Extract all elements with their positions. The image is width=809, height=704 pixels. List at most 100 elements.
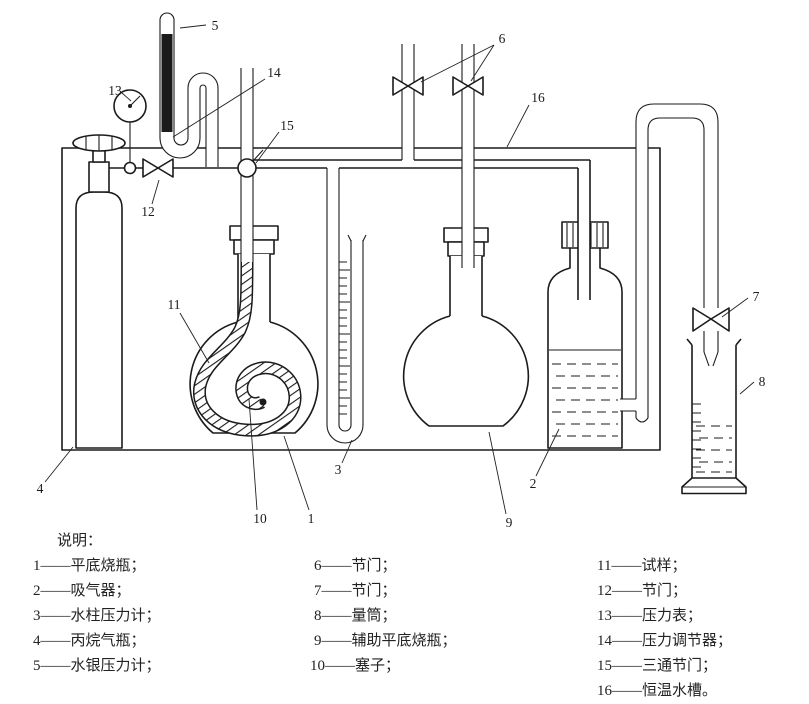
gas-line bbox=[109, 89, 241, 178]
manometer-flare bbox=[347, 234, 367, 242]
sample-coil bbox=[194, 255, 300, 436]
legend-item-7: 7——节门； bbox=[314, 582, 397, 599]
bottle-outlet-nipple bbox=[620, 398, 636, 412]
flask-1 bbox=[189, 225, 319, 437]
coil-plug bbox=[259, 398, 267, 406]
valve-6a-icon bbox=[407, 76, 424, 96]
main-tube-walls bbox=[253, 159, 591, 300]
valve-12-icon bbox=[142, 158, 159, 178]
flask-1-stopper-band bbox=[229, 225, 279, 241]
legend: 说明： 1——平底烧瓶； 2——吸气器； 3——水柱压力计； 4——丙烷气瓶； … bbox=[33, 532, 732, 699]
manometer-bend bbox=[326, 424, 364, 444]
main-tube bbox=[253, 159, 591, 300]
callout-leader-11 bbox=[179, 312, 210, 364]
outlet-tube-inner bbox=[647, 117, 705, 418]
legend-item-10: 10——塞子； bbox=[310, 656, 400, 674]
callout-label-2: 2 bbox=[530, 476, 537, 491]
liquid-dashes bbox=[552, 363, 618, 437]
legend-item-3: 3——水柱压力计； bbox=[33, 607, 161, 624]
callout-leader-9 bbox=[488, 431, 507, 515]
callout-leader-8 bbox=[739, 381, 755, 395]
vent-tube-a bbox=[401, 44, 415, 160]
u-bend bbox=[159, 137, 201, 159]
vent-valves bbox=[392, 44, 484, 268]
callout-leader-2 bbox=[535, 428, 560, 477]
callout-labels: 1 2 3 4 5 6 7 8 9 10 11 12 13 14 15 16 bbox=[37, 18, 766, 530]
callout-label-6: 6 bbox=[499, 31, 506, 46]
flask-9-bulb bbox=[402, 315, 530, 427]
outlet-tube-outer bbox=[635, 103, 719, 418]
measuring-cylinder bbox=[681, 338, 747, 495]
valve-12-icon bbox=[157, 158, 174, 178]
callout-label-4: 4 bbox=[37, 481, 44, 496]
flask-9-neck bbox=[449, 256, 483, 316]
callout-label-10: 10 bbox=[253, 511, 267, 526]
callout-label-9: 9 bbox=[506, 515, 513, 530]
callout-leader-12 bbox=[151, 179, 160, 205]
valve-6b-icon bbox=[452, 76, 469, 96]
legend-item-1: 1——平底烧瓶； bbox=[33, 557, 146, 574]
legend-item-8: 8——量筒； bbox=[314, 607, 397, 624]
legend-item-16: 16——恒温水槽。 bbox=[597, 682, 717, 699]
legend-item-4: 4——丙烷气瓶； bbox=[33, 632, 146, 649]
callout-label-12: 12 bbox=[141, 204, 155, 219]
legend-item-6: 6——节门； bbox=[314, 557, 397, 574]
callout-label-1: 1 bbox=[308, 511, 315, 526]
valve-7-icon bbox=[710, 307, 730, 332]
callout-leader-6 bbox=[420, 44, 495, 83]
legend-title: 说明： bbox=[57, 532, 102, 549]
callout-leader-1 bbox=[283, 435, 310, 511]
callout-leader-16 bbox=[506, 104, 530, 148]
callout-label-11: 11 bbox=[168, 297, 181, 312]
callout-label-13: 13 bbox=[108, 83, 122, 98]
callout-label-16: 16 bbox=[531, 90, 545, 105]
callout-leader-13 bbox=[121, 92, 132, 102]
pipe-fitting bbox=[123, 161, 137, 175]
outlet-line bbox=[620, 103, 730, 423]
cylinder-liquid-dashes bbox=[696, 425, 732, 473]
callout-leader-14 bbox=[172, 78, 266, 138]
valve-7-icon bbox=[692, 307, 712, 332]
three-way-valve-handle bbox=[252, 149, 264, 162]
legend-item-5: 5——水银压力计； bbox=[33, 657, 161, 674]
legend-item-14: 14——压力调节器； bbox=[597, 632, 732, 649]
gas-cylinder-body bbox=[75, 191, 123, 449]
mercury-column bbox=[161, 34, 173, 132]
callout-label-5: 5 bbox=[212, 18, 219, 33]
callout-leader-7 bbox=[721, 297, 749, 318]
connecting-limb bbox=[187, 72, 219, 167]
manometer-scale bbox=[339, 261, 350, 415]
bottle-body bbox=[547, 248, 623, 449]
water-bath bbox=[61, 147, 661, 451]
legend-item-15: 15——三通节门； bbox=[597, 657, 717, 674]
gauge-pivot bbox=[128, 104, 132, 108]
flask-1-stopper-band bbox=[233, 239, 275, 255]
callout-label-8: 8 bbox=[759, 374, 766, 389]
flask-1-neck bbox=[237, 254, 271, 322]
callout-label-15: 15 bbox=[280, 118, 294, 133]
gauge-needle bbox=[129, 95, 141, 107]
legend-item-9: 9——辅助平底烧瓶； bbox=[314, 632, 457, 649]
callout-leaders bbox=[44, 24, 755, 515]
legend-item-2: 2——吸气器； bbox=[33, 582, 131, 599]
legend-item-11: 11——试样； bbox=[597, 557, 686, 574]
outlet-tube-cap bbox=[635, 417, 649, 423]
callout-leader-10 bbox=[248, 398, 258, 511]
legend-item-13: 13——压力表； bbox=[597, 607, 702, 624]
callout-leader-3 bbox=[341, 439, 353, 464]
valve-6b-icon bbox=[467, 76, 484, 96]
gas-cylinder bbox=[72, 134, 126, 449]
mercury-manometer bbox=[159, 12, 219, 167]
closed-limb bbox=[159, 12, 175, 138]
three-way-valve-icon bbox=[237, 158, 257, 178]
water-bath-outline bbox=[61, 147, 661, 451]
cylinder-walls bbox=[686, 338, 742, 478]
callout-label-3: 3 bbox=[335, 462, 342, 477]
outlet-nozzle bbox=[703, 351, 719, 367]
callout-leader-6 bbox=[470, 44, 495, 82]
callout-label-7: 7 bbox=[753, 289, 760, 304]
valve-6a-icon bbox=[392, 76, 409, 96]
callout-leader-5 bbox=[179, 24, 207, 29]
